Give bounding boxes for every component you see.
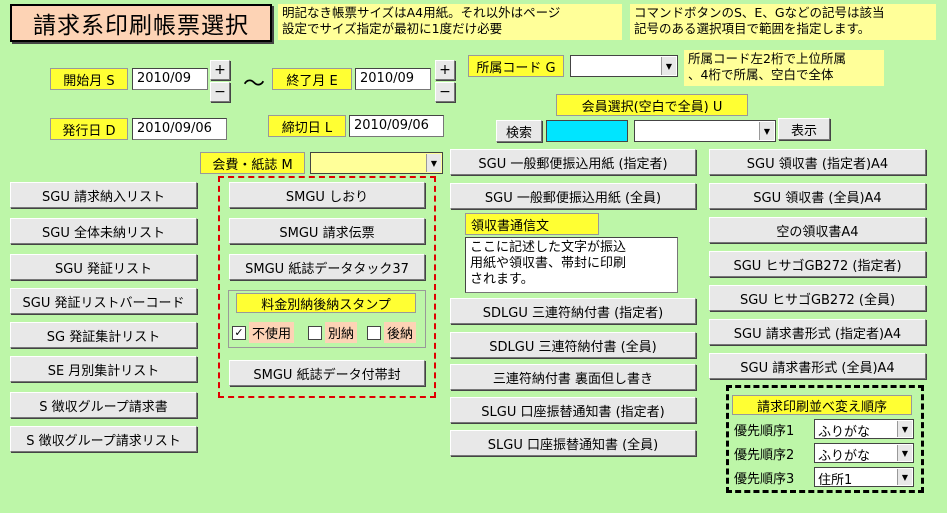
invoice-button[interactable]: SGU 請求書形式 (指定者)A4 bbox=[709, 319, 926, 345]
report-button[interactable]: SGU 発証リストバーコード bbox=[10, 288, 197, 314]
stamp-group bbox=[228, 290, 426, 348]
stamp-title: 料金別納後納スタンプ bbox=[236, 293, 416, 313]
report-button[interactable]: SGU 発証リスト bbox=[10, 254, 197, 280]
report-button[interactable]: SG 発証集計リスト bbox=[10, 322, 197, 348]
stamp-option-kouno[interactable]: 後納 bbox=[367, 322, 417, 343]
receipt-text-label: 領収書通信文 bbox=[465, 213, 599, 235]
report-button[interactable]: S 徴収グループ請求リスト bbox=[10, 426, 197, 452]
sort-priority-1-select[interactable]: ふりがな ▼ bbox=[814, 419, 914, 440]
furikomi-all-button[interactable]: SGU 一般郵便振込用紙 (全員) bbox=[450, 183, 696, 209]
sort-priority-3-select[interactable]: 住所1 ▼ bbox=[814, 467, 914, 488]
start-month-field[interactable]: 2010/09 bbox=[132, 68, 208, 90]
receipt-button[interactable]: SGU 領収書 (全員)A4 bbox=[709, 183, 926, 209]
kaihi-shishi-select[interactable]: ▼ bbox=[310, 152, 443, 174]
smgu-button[interactable]: SMGU 紙誌データタック37 bbox=[229, 254, 425, 280]
page-title: 請求系印刷帳票選択 bbox=[10, 4, 272, 42]
show-button[interactable]: 表示 bbox=[778, 118, 830, 140]
receipt-button[interactable]: SGU 領収書 (指定者)A4 bbox=[709, 149, 926, 175]
smgu-button[interactable]: SMGU 請求伝票 bbox=[229, 218, 425, 244]
issue-date-label: 発行日 D bbox=[50, 118, 128, 140]
receipt-text-area[interactable]: ここに記述した文字が振込 用紙や領収書、帯封に印刷 されます。 bbox=[465, 237, 678, 293]
hisago-button[interactable]: SGU ヒサゴGB272 (指定者) bbox=[709, 251, 926, 277]
sanrenpu-button[interactable]: SDLGU 三連符納付書 (指定者) bbox=[450, 298, 696, 324]
chevron-down-icon: ▼ bbox=[897, 469, 912, 485]
end-month-field[interactable]: 2010/09 bbox=[355, 68, 431, 90]
issue-date-field[interactable]: 2010/09/06 bbox=[132, 118, 227, 140]
member-select-label: 会員選択(空白で全員) U bbox=[556, 94, 748, 116]
start-month-plus-button[interactable]: + bbox=[210, 60, 230, 80]
hisago-button[interactable]: SGU ヒサゴGB272 (全員) bbox=[709, 285, 926, 311]
sort-order-title: 請求印刷並べ変え順序 bbox=[732, 395, 912, 415]
start-month-minus-button[interactable]: − bbox=[210, 82, 230, 102]
report-button[interactable]: S 徴収グループ請求書 bbox=[10, 392, 197, 418]
sort-order-frame bbox=[726, 385, 924, 493]
paper-size-note: 明記なき帳票サイズはA4用紙。それ以外はページ 設定でサイズ指定が最初に1度だけ… bbox=[278, 4, 622, 40]
stamp-option-unused[interactable]: ✓ 不使用 bbox=[232, 322, 295, 343]
smgu-group-frame bbox=[218, 176, 436, 398]
command-note: コマンドボタンのS、E、Gなどの記号は該当 記号のある選択項目で範囲を指定します… bbox=[630, 4, 936, 40]
smgu-button[interactable]: SMGU しおり bbox=[229, 182, 425, 208]
end-month-label: 終了月 E bbox=[272, 68, 352, 90]
checkbox-icon[interactable] bbox=[367, 325, 381, 340]
chevron-down-icon: ▼ bbox=[661, 57, 676, 75]
shozoku-code-label: 所属コード G bbox=[468, 55, 564, 77]
shozoku-note: 所属コード左2桁で上位所属 、4桁で所属、空白で全体 bbox=[684, 50, 884, 86]
report-button[interactable]: SGU 請求納入リスト bbox=[10, 182, 197, 208]
close-date-field[interactable]: 2010/09/06 bbox=[349, 115, 444, 137]
report-button[interactable]: SGU 全体未納リスト bbox=[10, 218, 197, 244]
chevron-down-icon: ▼ bbox=[897, 421, 912, 437]
end-month-plus-button[interactable]: + bbox=[435, 60, 455, 80]
sort-priority-1-label: 優先順序1 bbox=[734, 424, 795, 439]
report-button[interactable]: SE 月別集計リスト bbox=[10, 356, 197, 382]
sort-priority-2-select[interactable]: ふりがな ▼ bbox=[814, 443, 914, 464]
shozoku-code-select[interactable]: ▼ bbox=[570, 55, 678, 77]
sort-priority-3-label: 優先順序3 bbox=[734, 472, 795, 487]
member-select[interactable]: ▼ bbox=[634, 120, 776, 142]
koza-button[interactable]: SLGU 口座振替通知書 (指定者) bbox=[450, 397, 696, 423]
furikomi-specified-button[interactable]: SGU 一般郵便振込用紙 (指定者) bbox=[450, 149, 696, 175]
chevron-down-icon: ▼ bbox=[897, 445, 912, 461]
sanrenpu-button[interactable]: SDLGU 三連符納付書 (全員) bbox=[450, 332, 696, 358]
chevron-down-icon: ▼ bbox=[759, 122, 774, 140]
smgu-band-button[interactable]: SMGU 紙誌データ付帯封 bbox=[229, 360, 425, 386]
checkbox-icon[interactable]: ✓ bbox=[232, 325, 246, 340]
end-month-minus-button[interactable]: − bbox=[435, 82, 455, 102]
sort-priority-2-label: 優先順序2 bbox=[734, 448, 795, 463]
range-tilde: 〜 bbox=[243, 72, 266, 97]
chevron-down-icon: ▼ bbox=[426, 154, 441, 172]
invoice-button[interactable]: SGU 請求書形式 (全員)A4 bbox=[709, 353, 926, 379]
start-month-label: 開始月 S bbox=[50, 68, 128, 90]
checkbox-icon[interactable] bbox=[308, 325, 322, 340]
kaihi-shishi-label: 会費・紙誌 M bbox=[200, 152, 305, 174]
member-code-field[interactable] bbox=[546, 120, 628, 142]
close-date-label: 締切日 L bbox=[268, 115, 346, 137]
receipt-button[interactable]: 空の領収書A4 bbox=[709, 217, 926, 243]
search-button[interactable]: 検索 bbox=[496, 120, 542, 142]
koza-button[interactable]: SLGU 口座振替通知書 (全員) bbox=[450, 430, 696, 456]
stamp-option-betsuno[interactable]: 別納 bbox=[308, 322, 358, 343]
sanrenpu-button[interactable]: 三連符納付書 裏面但し書き bbox=[450, 364, 696, 390]
